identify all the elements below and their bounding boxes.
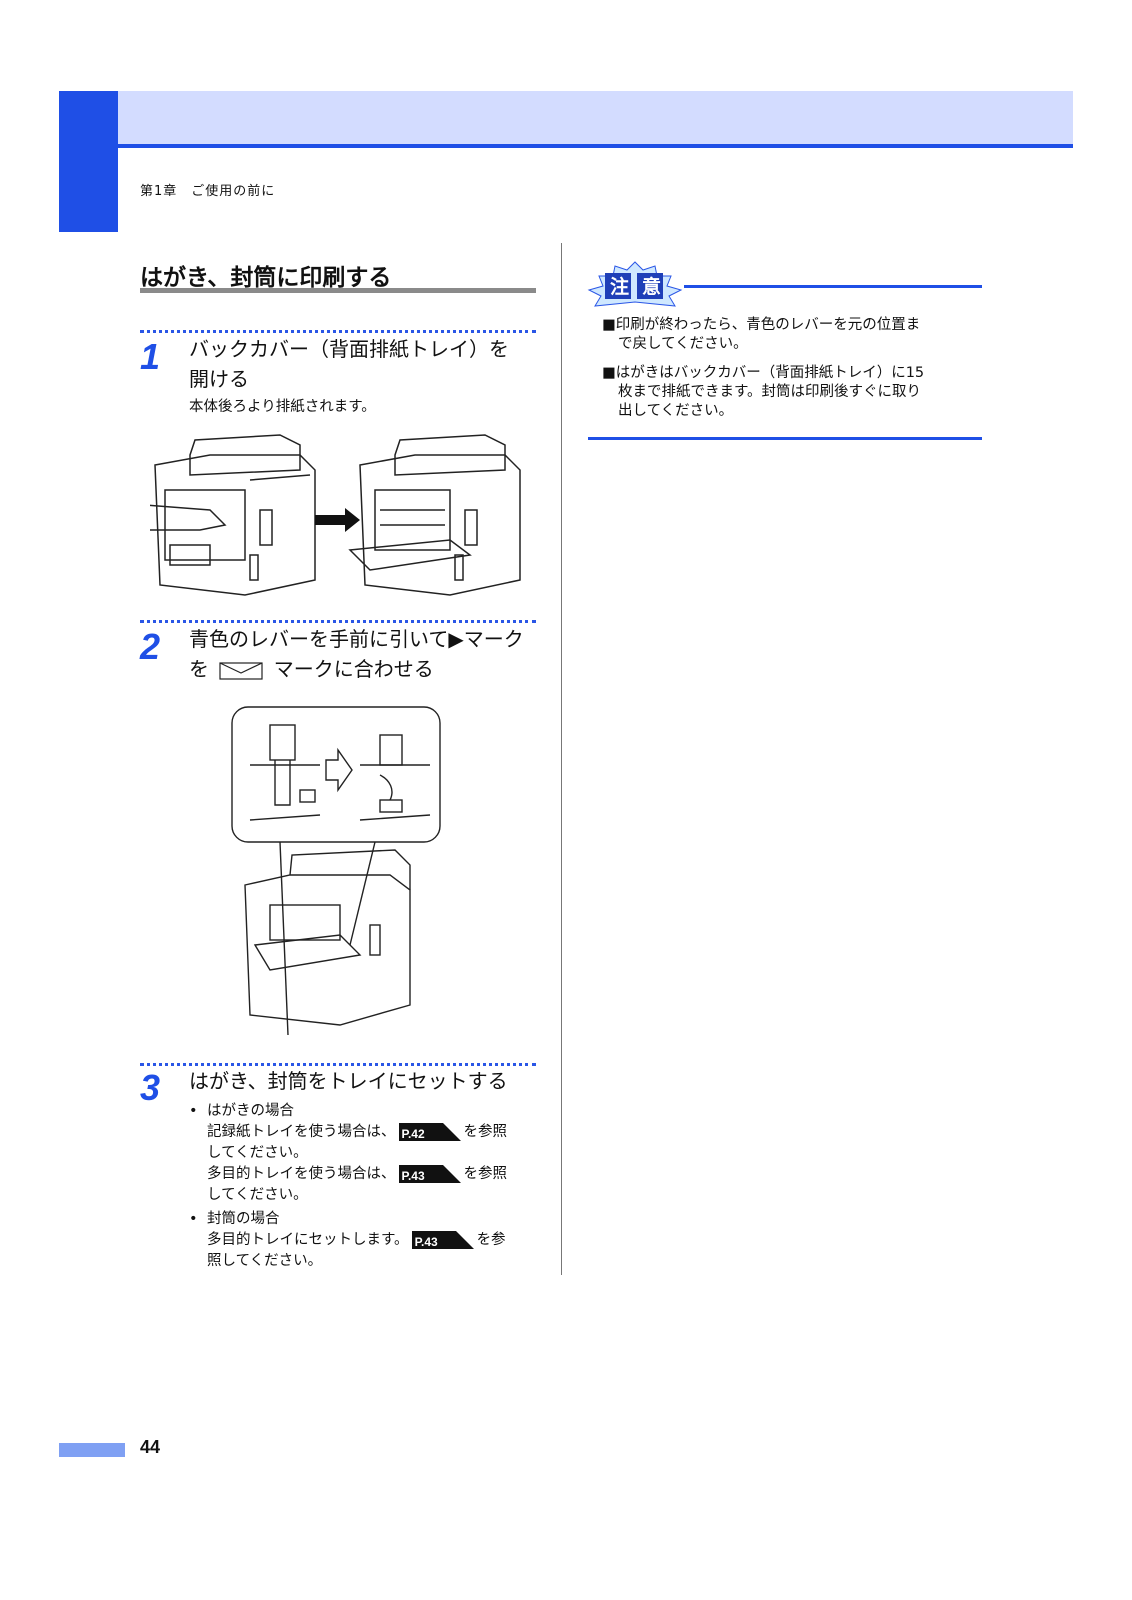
note-1-line-2: で戻してください。 — [618, 336, 748, 352]
section-title: はがき、封筒に印刷する — [140, 265, 392, 291]
step-divider — [140, 330, 536, 333]
kiroku-line: 記録紙トレイを使う場合は、 P.42 を参照 — [207, 1122, 507, 1142]
step-number: 1 — [140, 336, 161, 377]
step-1-note: 本体後ろより排紙されます。 — [189, 399, 376, 415]
ref-label: P.43 — [414, 1235, 438, 1249]
caution-badge-char-b: 意 — [642, 276, 662, 298]
tamokuteki-line: 多目的トレイを使う場合は、 P.43 を参照 — [207, 1164, 507, 1184]
column-divider — [561, 243, 562, 1275]
hagaki-heading: はがきの場合 — [207, 1103, 294, 1119]
lever-illustration — [231, 706, 441, 1036]
chapter-label: 第1章 ご使用の前に — [140, 184, 276, 199]
caution-note-1: ■印刷が終わったら、青色のレバーを元の位置ま で戻してください。 — [602, 316, 982, 354]
step-1-title: バックカバー（背面排紙トレイ）を 開ける — [189, 334, 539, 394]
step-1-line2: 開ける — [189, 367, 249, 391]
title-rule — [140, 288, 536, 293]
page-ref-p43[interactable]: P.43 — [411, 1231, 474, 1249]
step-2-line2-pre: を — [189, 657, 209, 681]
bullet: • — [189, 1103, 198, 1119]
note-1-line-1: ■印刷が終わったら、青色のレバーを元の位置ま — [602, 317, 921, 333]
ref-label: P.43 — [401, 1169, 425, 1183]
note-2-line-2: 枚まで排紙できます。封筒は印刷後すぐに取り — [618, 384, 922, 400]
step-divider — [140, 1063, 536, 1066]
step-1-line1: バックカバー（背面排紙トレイ）を — [189, 337, 509, 361]
printer-back-cover-illustration — [150, 434, 521, 596]
fuutou-heading: 封筒の場合 — [207, 1211, 280, 1227]
step-2-line1: 青色のレバーを手前に引いて▶マーク — [189, 627, 524, 651]
kiroku-pre: 記録紙トレイを使う場合は、 — [207, 1124, 396, 1140]
kiroku-cont: してください。 — [207, 1145, 308, 1161]
caution-badge-char-a: 注 — [610, 276, 630, 298]
step-number: 2 — [140, 626, 161, 667]
header-band — [118, 91, 1073, 144]
caution-badge-icon — [587, 261, 683, 307]
note-2-line-1: ■はがきはバックカバー（背面排紙トレイ）に15 — [602, 365, 925, 381]
tamokuteki-cont: してください。 — [207, 1187, 308, 1203]
step-divider — [140, 620, 536, 623]
caution-bottom-rule — [588, 437, 982, 440]
page-ref-p42[interactable]: P.42 — [398, 1123, 461, 1141]
caution-note-2: ■はがきはバックカバー（背面排紙トレイ）に15 枚まで排紙できます。封筒は印刷後… — [602, 364, 982, 421]
kiroku-post: を参照 — [463, 1124, 508, 1140]
page-number-bar — [59, 1443, 125, 1457]
step-2-title: 青色のレバーを手前に引いて▶マーク を マークに合わせる — [189, 624, 539, 684]
fuutou-post: を参 — [476, 1232, 506, 1248]
caution-rule — [684, 285, 982, 288]
note-2-line-3: 出してください。 — [618, 403, 734, 419]
envelope-icon — [219, 661, 263, 680]
step-2-line2: を マークに合わせる — [189, 654, 539, 684]
page-number: 44 — [140, 1437, 161, 1457]
page-ref-p43[interactable]: P.43 — [398, 1165, 461, 1183]
fuutou-line: 多目的トレイにセットします。 P.43 を参 — [207, 1230, 506, 1250]
tamokuteki-post: を参照 — [463, 1166, 508, 1182]
step-3-title: はがき、封筒をトレイにセットする — [189, 1069, 508, 1093]
step-number: 3 — [140, 1067, 161, 1108]
bullet: • — [189, 1211, 198, 1227]
step-2-line2-post: マークに合わせる — [273, 657, 434, 681]
header-rule — [118, 144, 1073, 148]
ref-label: P.42 — [401, 1127, 425, 1141]
tamokuteki-pre: 多目的トレイを使う場合は、 — [207, 1166, 396, 1182]
fuutou-cont: 照してください。 — [207, 1253, 323, 1269]
chapter-tab — [59, 91, 118, 232]
fuutou-pre: 多目的トレイにセットします。 — [207, 1232, 409, 1248]
